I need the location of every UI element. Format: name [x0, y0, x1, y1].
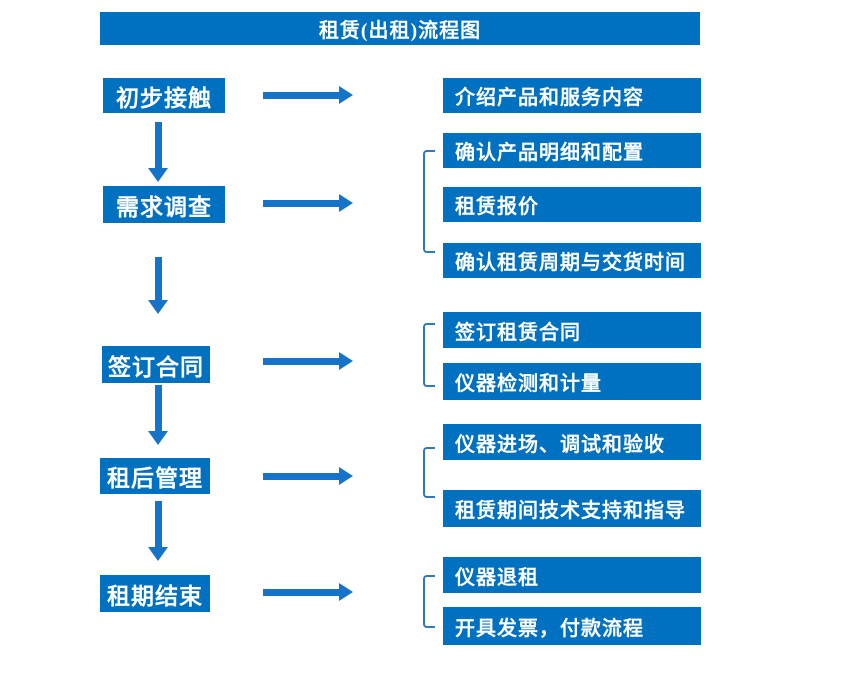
output-box-instrument-return: 仪器退租: [443, 557, 701, 593]
right-arrow-1: [263, 86, 353, 104]
right-arrow-head: [339, 86, 353, 104]
step-box-initial-contact: 初步接触: [103, 78, 225, 113]
output-box-tech-support: 租赁期间技术支持和指导: [443, 490, 701, 527]
right-arrow-5: [263, 583, 353, 601]
down-arrow-1: [148, 122, 168, 182]
right-arrow-3: [263, 352, 353, 370]
output-box-invoice-payment: 开具发票，付款流程: [443, 607, 701, 645]
output-box-confirm-details: 确认产品明细和配置: [443, 133, 701, 168]
group-bracket-post-rental: [423, 447, 435, 498]
right-arrow-stem: [263, 91, 339, 99]
down-arrow-head: [148, 431, 168, 445]
group-bracket-demand-survey: [423, 150, 435, 253]
right-arrow-head: [339, 467, 353, 485]
down-arrow-stem: [154, 501, 162, 547]
right-arrow-head: [339, 194, 353, 212]
down-arrow-head: [148, 547, 168, 561]
output-box-sign-rental-contract: 签订租赁合同: [443, 312, 701, 348]
down-arrow-stem: [154, 257, 162, 300]
right-arrow-stem: [263, 588, 339, 596]
right-arrow-stem: [263, 199, 339, 207]
output-box-introduce-products: 介绍产品和服务内容: [443, 78, 701, 113]
output-box-instrument-arrival: 仪器进场、调试和验收: [443, 424, 701, 460]
right-arrow-head: [339, 583, 353, 601]
step-box-demand-survey: 需求调查: [103, 186, 225, 223]
down-arrow-head: [148, 300, 168, 314]
output-box-instrument-testing: 仪器检测和计量: [443, 363, 701, 400]
right-arrow-2: [263, 194, 353, 212]
right-arrow-4: [263, 467, 353, 485]
right-arrow-stem: [263, 472, 339, 480]
down-arrow-3: [148, 385, 168, 445]
step-box-sign-contract: 签订合同: [102, 346, 210, 383]
right-arrow-stem: [263, 357, 339, 365]
down-arrow-stem: [154, 385, 162, 431]
down-arrow-stem: [154, 122, 162, 168]
group-bracket-sign-contract: [423, 323, 435, 387]
flowchart-title: 租赁(出租)流程图: [100, 12, 700, 45]
down-arrow-2: [148, 257, 168, 314]
group-bracket-rental-end: [423, 575, 435, 628]
step-box-post-rental-management: 租后管理: [100, 458, 210, 494]
output-box-rental-quote: 租赁报价: [443, 187, 701, 222]
step-box-rental-end: 租期结束: [100, 575, 210, 612]
down-arrow-head: [148, 168, 168, 182]
right-arrow-head: [339, 352, 353, 370]
output-box-confirm-period: 确认租赁周期与交货时间: [443, 243, 701, 278]
down-arrow-4: [148, 501, 168, 561]
